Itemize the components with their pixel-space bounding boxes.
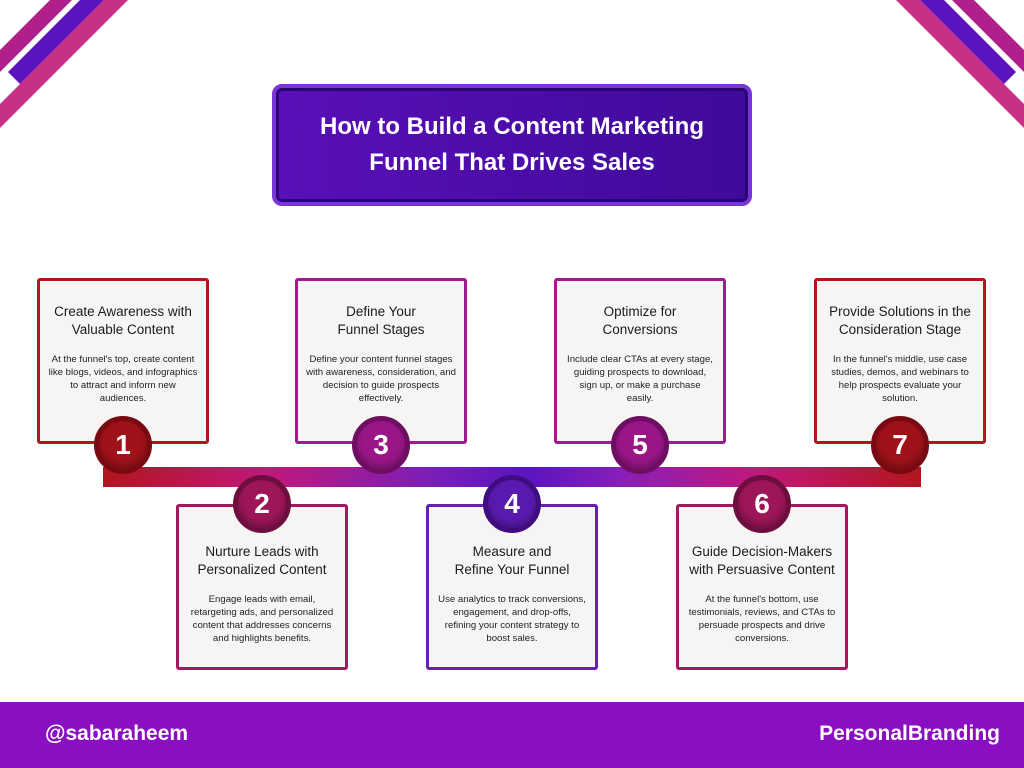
step-heading-line: Consideration Stage [838, 322, 962, 337]
step-number-badge-4: 4 [483, 475, 541, 533]
corner-stripes-left [0, 0, 128, 128]
step-heading-line: Refine Your Funnel [454, 562, 570, 577]
step-card-1: Create Awareness with Valuable Content A… [37, 278, 209, 444]
step-heading-line: Define Your [346, 304, 416, 319]
step-number-badge-6: 6 [733, 475, 791, 533]
step-description: At the funnel's top, create content like… [48, 354, 198, 404]
title-line-2: Funnel That Drives Sales [369, 149, 655, 176]
step-heading-line: Valuable Content [71, 322, 175, 337]
step-description: Define your content funnel stages with a… [306, 354, 456, 404]
step-heading-line: Nurture Leads with [205, 544, 319, 559]
step-heading: Optimize for Conversions [565, 303, 715, 339]
step-heading: Guide Decision-Makers with Persuasive Co… [687, 543, 837, 579]
author-handle: @sabaraheem [45, 722, 189, 745]
step-heading-line: Personalized Content [197, 562, 327, 577]
step-heading-line: Funnel Stages [337, 322, 425, 337]
brand-tag: PersonalBranding [819, 722, 1000, 745]
step-number-badge-3: 3 [352, 416, 410, 474]
step-heading: Provide Solutions in the Consideration S… [825, 303, 975, 339]
step-description: Include clear CTAs at every stage, guidi… [567, 354, 713, 404]
step-heading-line: Create Awareness with [54, 304, 192, 319]
step-description: At the funnel's bottom, use testimonials… [688, 594, 836, 644]
step-number-badge-5: 5 [611, 416, 669, 474]
title-line-1: How to Build a Content Marketing [320, 113, 704, 140]
step-heading-line: Conversions [602, 322, 678, 337]
step-heading: Nurture Leads with Personalized Content [187, 543, 337, 579]
step-heading-line: Provide Solutions in the [829, 304, 971, 319]
step-card-3: Define Your Funnel Stages Define your co… [295, 278, 467, 444]
step-description: Use analytics to track conversions, enga… [438, 594, 586, 644]
step-description: Engage leads with email, retargeting ads… [190, 594, 334, 644]
step-heading: Measure and Refine Your Funnel [437, 543, 587, 579]
step-heading: Create Awareness with Valuable Content [48, 303, 198, 339]
title-banner: How to Build a Content Marketing Funnel … [272, 84, 752, 206]
step-heading-line: Guide Decision-Makers [691, 544, 833, 559]
footer-bar: @sabaraheem PersonalBranding [0, 702, 1024, 768]
step-description: In the funnel's middle, use case studies… [831, 354, 969, 404]
step-heading-line: Optimize for [603, 304, 677, 319]
step-number-badge-2: 2 [233, 475, 291, 533]
step-heading-line: with Persuasive Content [689, 562, 835, 577]
step-heading-line: Measure and [472, 544, 552, 559]
step-number-badge-1: 1 [94, 416, 152, 474]
corner-stripes-right [896, 0, 1024, 128]
step-heading: Define Your Funnel Stages [306, 303, 456, 339]
step-number-badge-7: 7 [871, 416, 929, 474]
